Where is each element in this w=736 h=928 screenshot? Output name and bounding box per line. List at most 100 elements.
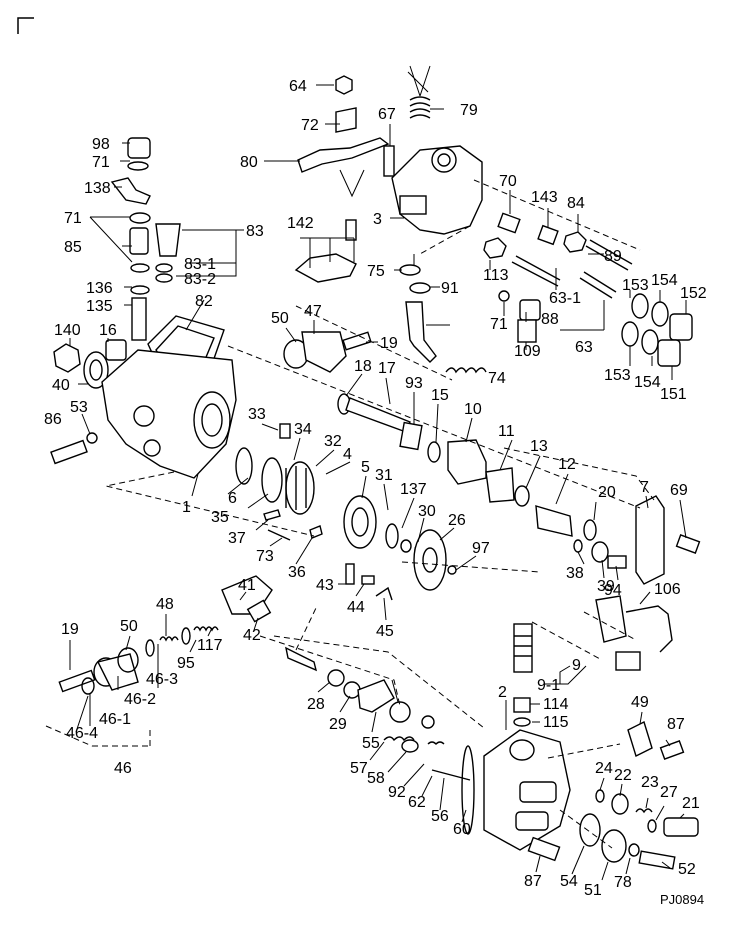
part-label: 74 <box>488 370 506 387</box>
part-label: 151 <box>660 386 687 403</box>
part-label: 19 <box>61 621 79 638</box>
part-label: 29 <box>329 716 347 733</box>
part-label: 46-3 <box>146 671 178 688</box>
part-label: 86 <box>44 411 62 428</box>
part-label: 73 <box>256 548 274 565</box>
part-label: 46-1 <box>99 711 131 728</box>
part-label: 36 <box>288 564 306 581</box>
part-label: 83 <box>246 223 264 240</box>
part-label: 153 <box>604 367 631 384</box>
part-label: 40 <box>52 377 70 394</box>
part-label: 154 <box>651 272 678 289</box>
part-label: 137 <box>400 481 427 498</box>
part-label: 10 <box>464 401 482 418</box>
part-label: 98 <box>92 136 110 153</box>
part-label: 91 <box>441 280 459 297</box>
part-label: 56 <box>431 808 449 825</box>
part-label: 20 <box>598 484 616 501</box>
part-label: 87 <box>524 873 542 890</box>
assembly-dash-lines <box>45 179 655 849</box>
part-label: 18 <box>354 358 372 375</box>
part-label: 42 <box>243 627 261 644</box>
part-label: 47 <box>304 303 322 320</box>
part-label: 84 <box>567 195 585 212</box>
part-label: 49 <box>631 694 649 711</box>
part-label: 78 <box>614 874 632 891</box>
part-label: 117 <box>197 637 223 654</box>
part-label: 85 <box>64 239 82 256</box>
part-label: 87 <box>667 716 685 733</box>
part-label: 34 <box>294 421 312 438</box>
part-label: 67 <box>378 106 396 123</box>
part-label: 93 <box>405 375 423 392</box>
part-label: 75 <box>367 263 385 280</box>
leader-lines <box>69 84 687 881</box>
part-label: 19 <box>380 335 398 352</box>
part-label: 71 <box>490 316 508 333</box>
part-label: 95 <box>177 655 195 672</box>
part-label: 24 <box>595 760 613 777</box>
part-label: 115 <box>543 714 569 731</box>
part-label: 57 <box>350 760 368 777</box>
part-label: 94 <box>604 582 622 599</box>
part-label: 43 <box>316 577 334 594</box>
part-label: 97 <box>472 540 490 557</box>
part-label: 51 <box>584 882 602 899</box>
part-label: 71 <box>64 210 82 227</box>
part-label: 64 <box>289 78 307 95</box>
part-label: 16 <box>99 322 117 339</box>
part-label: 143 <box>531 189 558 206</box>
part-label: 50 <box>120 618 138 635</box>
part-labels: 64 79 72 67 80 3 70 143 84 89 142 75 113… <box>44 78 707 899</box>
part-label: 21 <box>682 795 700 812</box>
part-label: 3 <box>373 211 382 228</box>
part-label: 17 <box>378 360 396 377</box>
part-label: 58 <box>367 770 385 787</box>
part-label: 60 <box>453 821 471 838</box>
part-label: 92 <box>388 784 406 801</box>
part-label: 27 <box>660 784 678 801</box>
part-label: 106 <box>654 581 681 598</box>
part-label: 136 <box>86 280 113 297</box>
part-label: 53 <box>70 399 88 416</box>
part-label: 82 <box>195 293 213 310</box>
part-label: 6 <box>228 490 237 507</box>
part-label: 83-2 <box>184 271 216 288</box>
part-label: 41 <box>238 577 256 594</box>
part-label: 9 <box>572 657 581 674</box>
part-label: 140 <box>54 322 81 339</box>
part-label: 154 <box>634 374 661 391</box>
part-label: 62 <box>408 794 426 811</box>
part-label: 31 <box>375 467 393 484</box>
part-label: 26 <box>448 512 466 529</box>
part-label: 30 <box>418 503 436 520</box>
part-label: 28 <box>307 696 325 713</box>
part-label: 52 <box>678 861 696 878</box>
part-label: 37 <box>228 530 246 547</box>
part-label: 38 <box>566 565 584 582</box>
part-label: 32 <box>324 433 342 450</box>
part-label: 39 <box>597 578 615 595</box>
part-label: 114 <box>543 696 569 713</box>
part-label: 153 <box>622 277 649 294</box>
part-label: 63 <box>575 339 593 356</box>
part-label: 5 <box>361 459 370 476</box>
part-label: 9-1 <box>537 677 560 694</box>
part-label: 2 <box>498 684 507 701</box>
part-label: 142 <box>287 215 314 232</box>
part-label: 46-2 <box>124 691 156 708</box>
part-label: 88 <box>541 311 559 328</box>
part-label: 83-1 <box>184 256 216 273</box>
part-label: 72 <box>301 117 319 134</box>
part-label: 80 <box>240 154 258 171</box>
part-label: 50 <box>271 310 289 327</box>
part-label: 48 <box>156 596 174 613</box>
part-label: 35 <box>211 509 229 526</box>
part-label: 113 <box>483 267 509 284</box>
corner-mark <box>17 17 34 34</box>
part-label: 89 <box>604 248 622 265</box>
parts-artwork <box>50 65 701 870</box>
part-label: 4 <box>343 446 352 463</box>
part-label: 54 <box>560 873 578 890</box>
